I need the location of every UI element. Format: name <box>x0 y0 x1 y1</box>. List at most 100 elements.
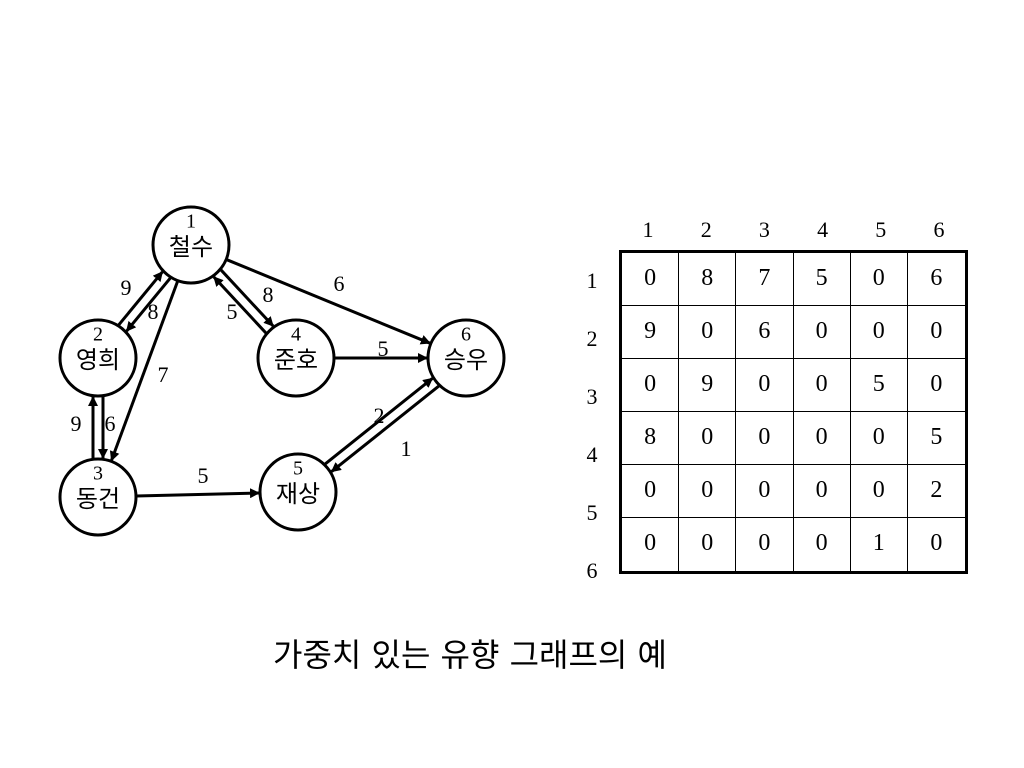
edge-1-to-6 <box>225 258 431 345</box>
matrix-cell: 5 <box>907 412 965 465</box>
edge-line <box>330 384 441 473</box>
matrix-col-header: 5 <box>875 217 887 242</box>
node-name: 재상 <box>276 480 320 508</box>
matrix-col-header: 2 <box>700 217 712 242</box>
node-number: 6 <box>461 324 471 346</box>
edge-weight-2-3: 6 <box>105 411 116 436</box>
edge-weight-3-5: 5 <box>198 463 209 488</box>
graph-node-4: 4준호 <box>256 318 336 398</box>
figure-caption: 가중치 있는 유향 그래프의 예 <box>273 636 667 674</box>
edge-line <box>212 275 268 335</box>
edge-1-to-3 <box>109 280 180 462</box>
edge-weight-1-3: 7 <box>158 362 169 387</box>
edge-weight-1-2: 8 <box>148 299 159 324</box>
matrix-cell: 0 <box>679 465 737 518</box>
matrix-cell: 0 <box>679 306 737 359</box>
edge-3-to-5 <box>135 488 261 499</box>
matrix-cell: 0 <box>736 412 794 465</box>
edge-line <box>117 270 164 327</box>
edge-line <box>125 276 172 333</box>
graph-node-2: 2영희 <box>58 318 138 398</box>
matrix-cell: 0 <box>793 412 851 465</box>
matrix-cell: 2 <box>907 465 965 518</box>
node-name: 영희 <box>76 346 120 374</box>
edge-line <box>219 268 275 328</box>
node-name: 철수 <box>169 233 213 261</box>
edge-2-to-1 <box>117 270 164 327</box>
matrix-cell: 0 <box>850 253 908 306</box>
matrix-cell: 0 <box>622 465 680 518</box>
matrix-col-header: 3 <box>758 217 770 242</box>
edge-1-to-4 <box>219 268 275 328</box>
matrix-cell: 0 <box>793 359 851 412</box>
matrix-cell: 0 <box>793 306 851 359</box>
matrix-cell: 1 <box>851 518 908 571</box>
matrix-row-header: 5 <box>586 500 598 525</box>
node-number: 4 <box>291 324 301 346</box>
matrix-row-header: 2 <box>586 326 598 351</box>
matrix-cell: 5 <box>793 253 851 306</box>
matrix-cell: 9 <box>679 359 737 412</box>
edge-6-to-5 <box>330 384 441 473</box>
matrix-cell: 0 <box>794 518 851 571</box>
edge-5-to-6 <box>323 377 434 466</box>
matrix-cell: 6 <box>907 253 965 306</box>
matrix-cell: 8 <box>679 253 737 306</box>
matrix-cell: 0 <box>850 465 908 518</box>
matrix-cell: 9 <box>622 306 680 359</box>
edge-line <box>135 488 261 499</box>
matrix-col-header: 4 <box>817 217 829 242</box>
node-circle <box>151 205 231 285</box>
node-circle <box>58 318 138 398</box>
matrix-cell: 6 <box>736 306 794 359</box>
matrix-cell: 0 <box>907 359 965 412</box>
graph-node-6: 6승우 <box>426 318 506 398</box>
matrix-cell: 0 <box>793 465 851 518</box>
edge-line <box>225 258 431 345</box>
edge-weight-1-6: 6 <box>334 271 345 296</box>
edge-weight-4-1: 8 <box>263 282 274 307</box>
node-name: 승우 <box>444 346 488 374</box>
node-name: 동건 <box>76 485 120 513</box>
edge-weight-3-2: 9 <box>71 411 82 436</box>
matrix-cell: 0 <box>622 518 680 571</box>
graph-node-1: 1철수 <box>151 205 231 285</box>
edge-weight-6-5: 1 <box>401 436 412 461</box>
matrix-cell: 0 <box>622 253 680 306</box>
matrix-row-header: 3 <box>586 384 598 409</box>
edge-weight-1-4: 5 <box>227 299 238 324</box>
matrix-cell: 7 <box>736 253 794 306</box>
graph-node-3: 3동건 <box>58 457 138 537</box>
matrix-cell: 0 <box>907 306 965 359</box>
matrix-cell: 0 <box>736 518 794 571</box>
graph-node-5: 5재상 <box>258 452 338 532</box>
matrix-cell: 0 <box>930 530 943 556</box>
matrix-cell: 0 <box>736 359 794 412</box>
node-number: 1 <box>186 211 196 233</box>
edge-1-to-2 <box>125 276 172 333</box>
edge-line <box>323 377 434 466</box>
matrix-cell: 0 <box>850 306 908 359</box>
node-circle <box>256 318 336 398</box>
matrix-cell: 0 <box>679 518 737 571</box>
matrix-cell: 8 <box>622 412 680 465</box>
node-circle <box>258 452 338 532</box>
node-number: 2 <box>93 324 103 346</box>
edge-weight-4-6: 5 <box>378 336 389 361</box>
node-number: 3 <box>93 463 103 485</box>
matrix-row-header: 4 <box>586 442 598 467</box>
node-name: 준호 <box>274 346 318 374</box>
matrix-col-header: 1 <box>642 217 654 242</box>
node-circle <box>58 457 138 537</box>
node-number: 5 <box>293 458 303 480</box>
matrix-cell: 0 <box>736 465 794 518</box>
matrix-cell: 0 <box>622 359 680 412</box>
edge-weight-2-1: 9 <box>121 275 132 300</box>
matrix-col-header: 6 <box>933 217 945 242</box>
edge-4-to-1 <box>212 275 268 335</box>
matrix-cell: 5 <box>850 359 908 412</box>
edge-line <box>109 280 180 462</box>
node-circle <box>426 318 506 398</box>
